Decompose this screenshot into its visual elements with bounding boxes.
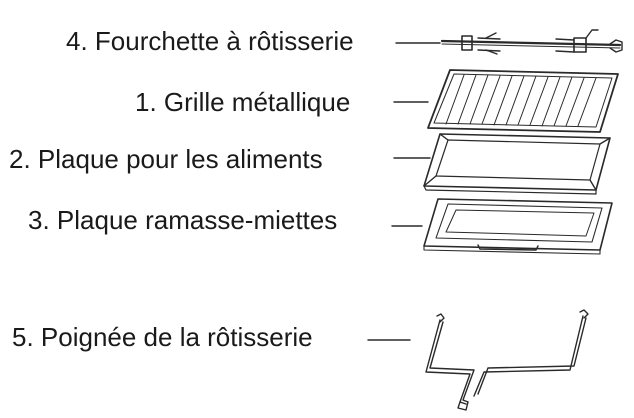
- label-rotisserie-handle: 5. Poignée de la rôtisserie: [12, 322, 313, 352]
- label-crumb-tray: 3. Plaque ramasse-miettes: [28, 205, 338, 235]
- label-food-tray: 2. Plaque pour les aliments: [9, 144, 323, 174]
- food-tray-illustration: [423, 133, 611, 195]
- wire-rack-illustration: [427, 69, 619, 133]
- leader-lines: [367, 42, 441, 341]
- rotisserie-fork-illustration: [440, 29, 623, 55]
- crumb-tray-illustration: [423, 198, 613, 255]
- rotisserie-handle-illustration: [425, 309, 589, 411]
- label-wire-rack: 1. Grille métallique: [135, 87, 351, 117]
- label-rotisserie-fork: 4. Fourchette à rôtisserie: [66, 26, 354, 56]
